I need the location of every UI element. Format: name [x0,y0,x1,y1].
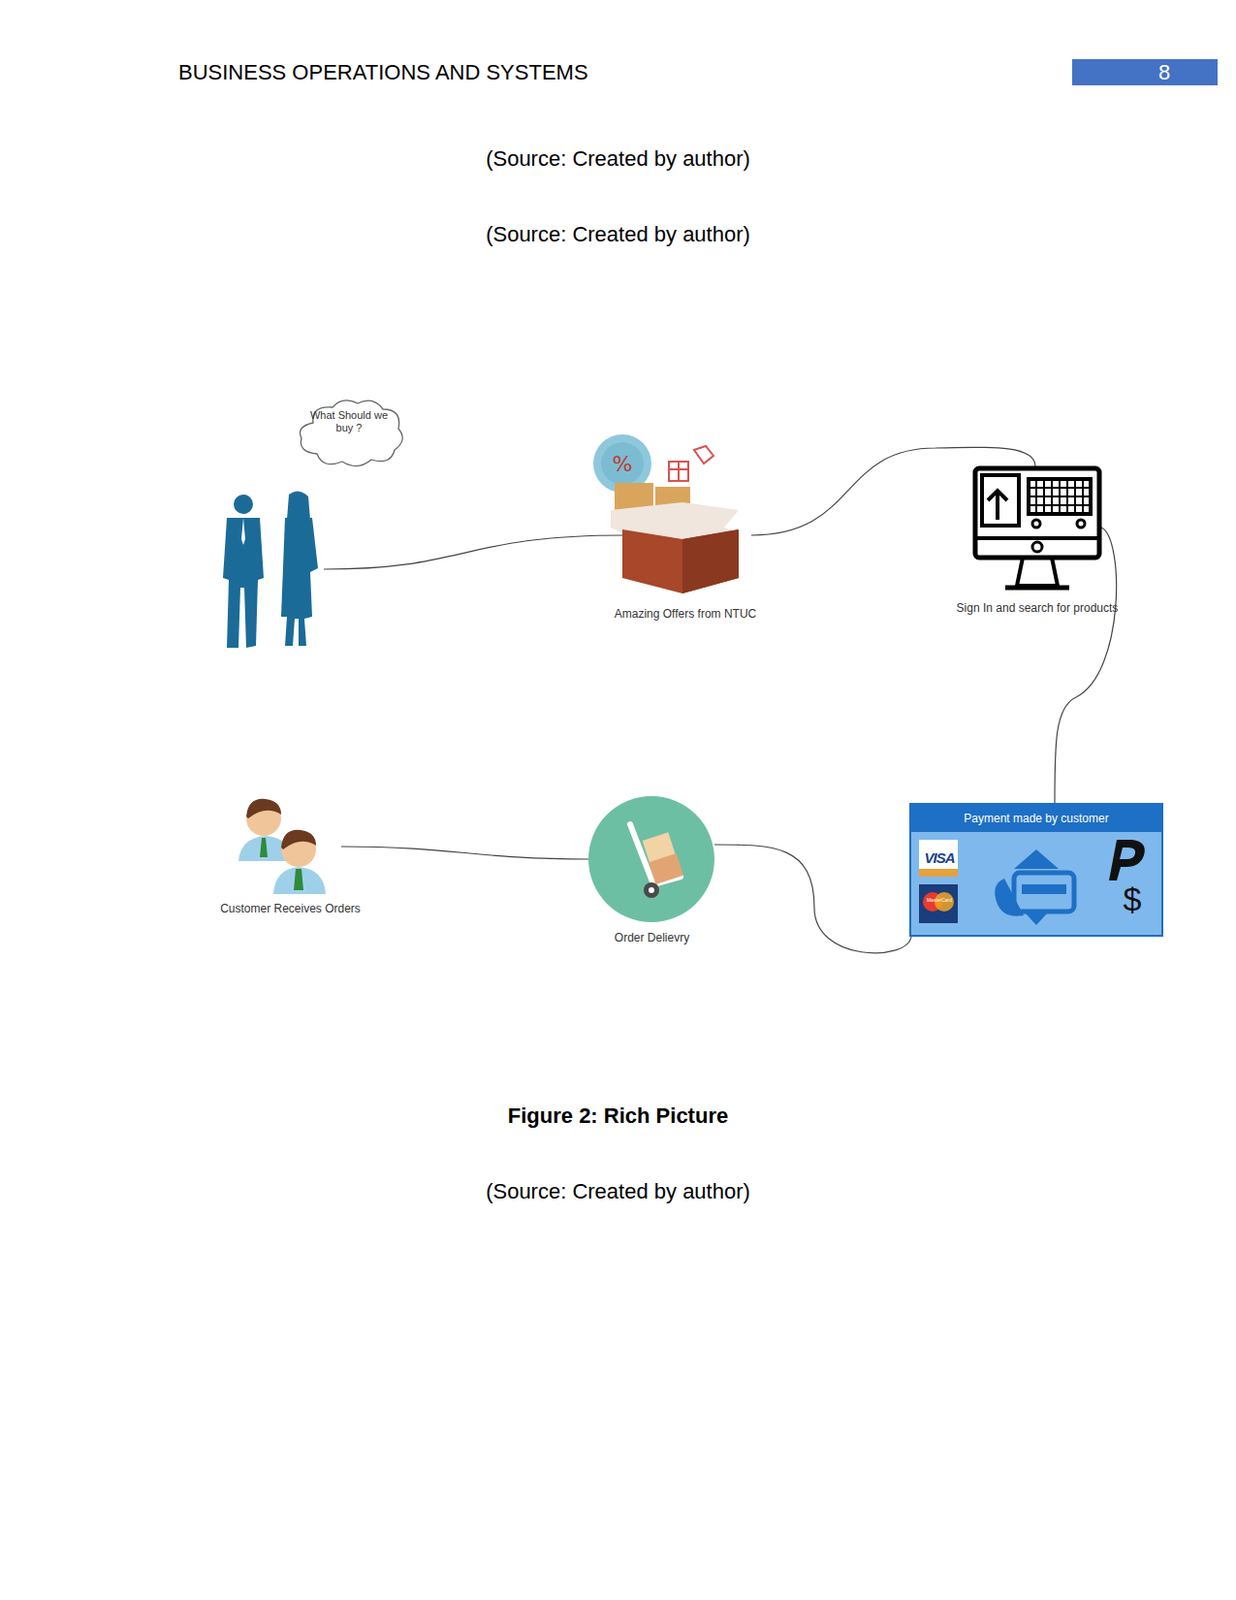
page-number-bar [1072,59,1218,86]
connector-curve [1054,527,1117,803]
node-label: Order Delievry [571,930,732,945]
source-note: (Source: Created by author) [0,221,1236,248]
node-label: Payment made by customer [911,804,1162,832]
customer-node: Customer Receives Orders [205,792,376,921]
connector-curve [714,844,912,953]
thought-cloud [293,397,409,472]
connector-curve [341,846,589,859]
delivery-trolley-icon [587,794,716,923]
source-note: (Source: Created by author) [0,146,1236,172]
offers-box-icon: % [593,432,754,594]
source-note: (Source: Created by author) [0,1178,1236,1205]
offers-node: Amazing Offers from NTUC [578,432,793,627]
running-header: BUSINESS OPERATIONS AND SYSTEMS [178,60,589,86]
people-thought-node: What Should we buy ? [219,397,409,648]
figure-caption: Figure 2: Rich Picture [0,1103,1236,1129]
people-figures [217,490,332,652]
node-label: What Should we buy ? [300,409,398,435]
computer-monitor-icon [972,465,1103,596]
connector-curve [323,535,626,570]
card-brand: MasterCard [919,896,959,903]
card-brand: VISA [919,849,959,866]
node-label: Customer Receives Orders [205,901,376,916]
customers-icon [236,792,334,898]
delivery-node: Order Delievry [571,794,732,951]
node-label: Sign In and search for products [932,601,1142,615]
dollar-symbol: $ [1112,882,1152,916]
node-label: Amazing Offers from NTUC [578,606,793,621]
sign-in-node: Sign In and search for products [932,463,1142,619]
page-number: 8 [1072,60,1218,86]
svg-text:%: % [612,451,634,476]
